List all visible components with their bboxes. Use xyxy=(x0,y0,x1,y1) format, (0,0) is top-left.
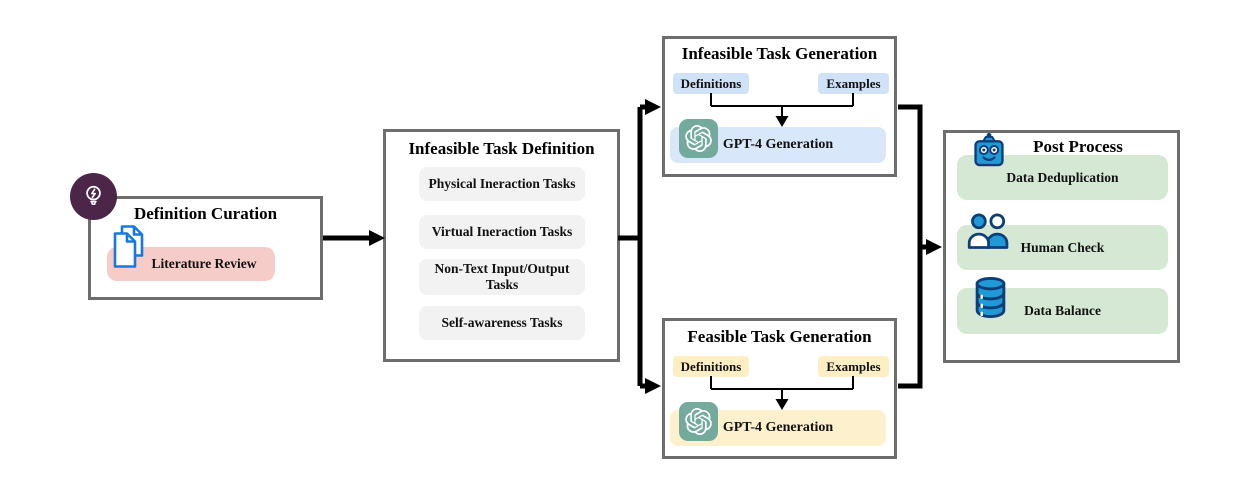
definitions-label: Definitions xyxy=(680,75,742,91)
infeasible-generation-box: Infeasible Task Generation Definitions E… xyxy=(662,36,897,177)
arrowhead-to-feasible-generation xyxy=(645,378,661,394)
task-type-label: Non-Text Input/Output Tasks xyxy=(434,261,570,292)
people-icon xyxy=(966,212,1012,249)
task-type-label: Physical Ineraction Tasks xyxy=(428,176,576,192)
arrowhead-to-post-process xyxy=(926,239,942,255)
arrowhead-to-infeasible-generation xyxy=(645,99,661,115)
definitions-pill: Definitions xyxy=(673,73,749,94)
idea-badge xyxy=(70,173,117,220)
infeasible-generation-title: Infeasible Task Generation xyxy=(681,44,878,63)
lightbulb-icon xyxy=(80,183,107,210)
openai-icon xyxy=(679,402,718,441)
task-definition-box: Infeasible Task Definition Physical Iner… xyxy=(383,129,620,362)
documents-icon xyxy=(112,224,146,269)
examples-label: Examples xyxy=(826,75,881,91)
task-type-pill: Virtual Ineraction Tasks xyxy=(419,215,585,249)
task-type-pill: Non-Text Input/Output Tasks xyxy=(419,259,585,295)
openai-icon xyxy=(679,119,718,158)
task-type-pill: Physical Ineraction Tasks xyxy=(419,167,585,201)
task-type-label: Virtual Ineraction Tasks xyxy=(431,224,573,240)
definition-curation-title: Definition Curation xyxy=(133,204,278,223)
examples-label: Examples xyxy=(826,358,881,374)
definitions-label: Definitions xyxy=(680,358,742,374)
examples-pill: Examples xyxy=(818,73,889,94)
post-process-box: Post Process Data Deduplication Human Ch… xyxy=(943,130,1180,363)
examples-pill: Examples xyxy=(818,356,889,377)
arrow-branch xyxy=(618,104,650,389)
task-definition-title: Infeasible Task Definition xyxy=(408,139,595,158)
task-type-pill: Self-awareness Tasks xyxy=(419,306,585,340)
feasible-generation-title: Feasible Task Generation xyxy=(687,327,872,346)
definition-curation-box: Definition Curation Literature Review xyxy=(88,196,323,300)
feasible-generation-box: Feasible Task Generation Definitions Exa… xyxy=(662,318,897,459)
database-icon xyxy=(973,276,1008,319)
gpt4-generation-label: GPT-4 Generation xyxy=(722,420,834,435)
post-step-label: Data Deduplication xyxy=(1006,169,1119,185)
gpt4-generation-label: GPT-4 Generation xyxy=(722,137,834,152)
post-step-label: Data Balance xyxy=(1024,303,1101,318)
robot-icon xyxy=(970,131,1008,169)
post-process-title: Post Process xyxy=(1033,137,1123,156)
definitions-pill: Definitions xyxy=(673,356,749,377)
arrow-merge xyxy=(898,104,930,389)
post-step-pill: Data Deduplication xyxy=(957,155,1168,200)
literature-review-label: Literature Review xyxy=(151,256,257,271)
post-step-label: Human Check xyxy=(1020,239,1105,255)
task-type-label: Self-awareness Tasks xyxy=(441,315,563,331)
